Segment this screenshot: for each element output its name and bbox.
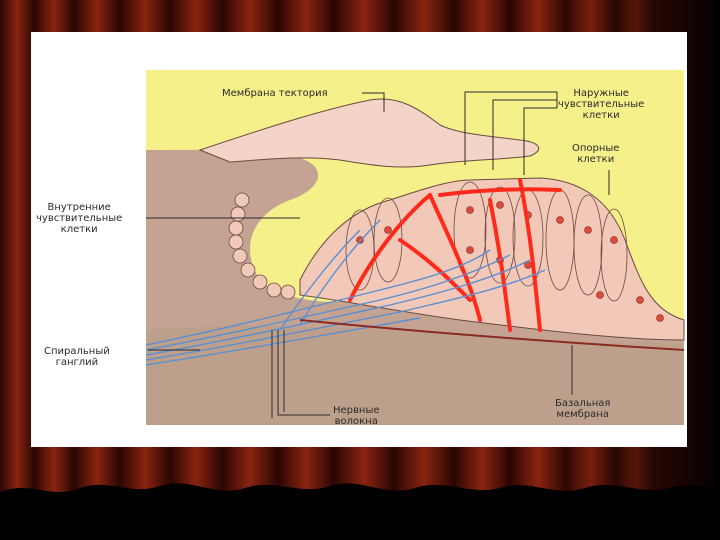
label-basilar-membrane-line1: Базальная [555,398,611,409]
label-supporting-cells: Опорные клетки [572,143,619,165]
blood-vessels [348,178,562,332]
label-outer-hair-cells: Наружные чувствительные клетки [558,88,644,121]
label-nerve-fibers-line2: волокна [334,416,378,427]
label-inner-hair-cells-line2: чувствительные [36,213,123,224]
label-inner-hair-cells-line1: Внутренние [47,202,111,213]
tectorial-membrane [198,98,540,168]
supporting-cells [345,181,628,302]
label-supporting-cells-line2: клетки [577,154,615,165]
label-basilar-membrane-line2: мембрана [556,409,609,420]
label-inner-hair-cells-line3: клетки [60,224,98,235]
basilar-membrane-line [299,319,685,351]
curtain-hem [0,483,720,540]
lower-bone-tissue [146,325,684,425]
nerve-fiber-bundle [145,219,546,366]
label-nerve-fibers-line1: Нервные [333,405,380,416]
label-tectorial-membrane: Мембрана тектория [222,88,328,99]
label-nerve-fibers: Нервные волокна [333,405,380,427]
label-spiral-ganglion: Спиральный ганглий [44,346,110,368]
label-basilar-membrane: Базальная мембрана [555,398,610,420]
label-spiral-ganglion-line2: ганглий [55,357,99,368]
label-outer-hair-cells-line3: клетки [582,110,620,121]
corti-cell-mass [299,177,685,341]
label-supporting-cells-line1: Опорные [572,143,620,154]
label-spiral-ganglion-line1: Спиральный [44,346,110,357]
label-inner-hair-cells: Внутренние чувствительные клетки [36,202,122,235]
label-outer-hair-cells-line1: Наружные [573,88,629,99]
label-outer-hair-cells-line2: чувствительные [558,99,645,110]
leader-lines [146,91,610,418]
